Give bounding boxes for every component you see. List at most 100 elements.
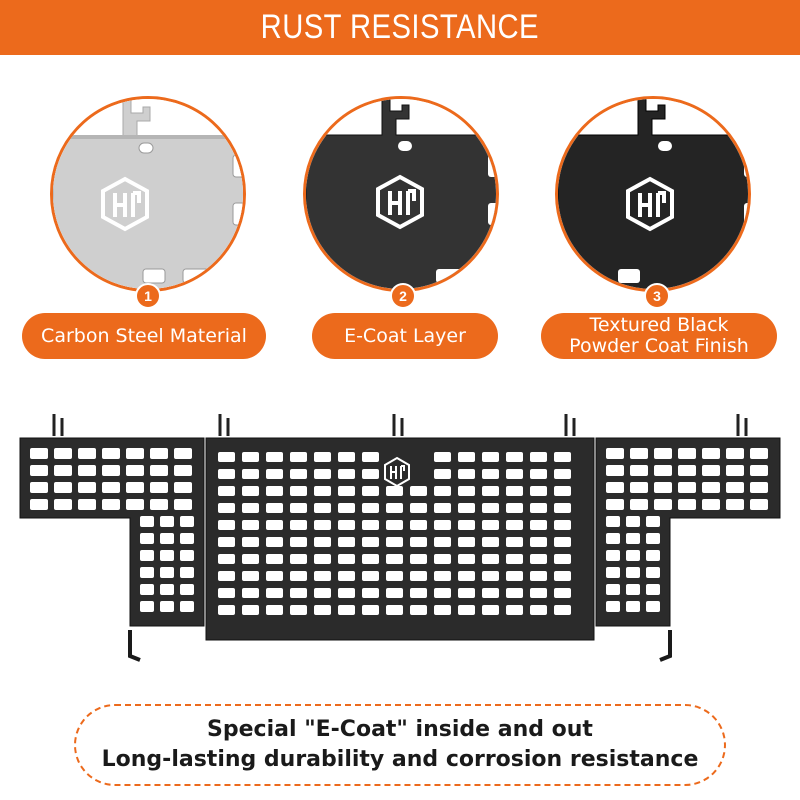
panel-slot <box>362 520 379 530</box>
panel-slot <box>242 469 259 479</box>
panel-slot <box>506 554 523 564</box>
brand-logo-icon <box>384 456 410 488</box>
hook <box>392 414 404 436</box>
panel-slot <box>362 588 379 598</box>
panel-slot <box>554 554 571 564</box>
panel-slot <box>678 448 696 459</box>
panel-slot <box>266 469 283 479</box>
panel-slot <box>218 503 235 513</box>
panel-slot <box>160 533 174 544</box>
panel-slot <box>410 486 427 496</box>
panel-slot <box>530 452 547 462</box>
panel-slot <box>458 537 475 547</box>
panel-slot <box>654 482 672 493</box>
panel-slot <box>338 605 355 615</box>
panel-slot <box>174 465 192 476</box>
panel-slot <box>386 554 403 564</box>
panel-slot <box>410 554 427 564</box>
label-carbon-steel: Carbon Steel Material <box>22 313 266 359</box>
panel-slot <box>314 486 331 496</box>
panel-slot <box>506 452 523 462</box>
panel-slot <box>386 571 403 581</box>
panel-slot <box>434 469 451 479</box>
panel-slots <box>30 448 768 615</box>
panel-slot <box>314 605 331 615</box>
panel-slot <box>386 605 403 615</box>
e-coat-closeup <box>303 96 499 292</box>
panel-slot <box>174 499 192 510</box>
panel-slot <box>30 482 48 493</box>
panel-slot <box>554 452 571 462</box>
panel-slot <box>458 605 475 615</box>
panel-slot <box>630 448 648 459</box>
panel-slot <box>362 452 379 462</box>
e-coat-panel-image <box>306 99 496 289</box>
panel-slot <box>338 452 355 462</box>
hook <box>736 414 748 436</box>
panel-slot <box>678 499 696 510</box>
panel-slot <box>386 520 403 530</box>
panel-slot <box>646 567 660 578</box>
panel-slot <box>218 588 235 598</box>
panel-slot <box>126 448 144 459</box>
panel-slot <box>530 503 547 513</box>
panel-slot <box>726 448 744 459</box>
carbon-steel-closeup <box>50 96 246 292</box>
panel-slot <box>290 469 307 479</box>
panel-slot <box>410 537 427 547</box>
panel-slot <box>646 550 660 561</box>
panel-slot <box>102 499 120 510</box>
panel-slot <box>290 520 307 530</box>
panel-slot <box>150 482 168 493</box>
panel-slot <box>338 554 355 564</box>
panel-slot <box>338 486 355 496</box>
panel-slot <box>530 588 547 598</box>
panel-slot <box>554 469 571 479</box>
panel-slot <box>554 503 571 513</box>
panel-slot <box>386 537 403 547</box>
panel-slot <box>434 605 451 615</box>
panel-slot <box>218 605 235 615</box>
panel-slot <box>160 601 174 612</box>
panel-slot <box>386 503 403 513</box>
panel-slot <box>626 601 640 612</box>
panel-slot <box>410 503 427 513</box>
brand-logo-icon <box>101 176 149 232</box>
panel-slot <box>102 448 120 459</box>
panel-slot <box>434 571 451 581</box>
panel-slot <box>458 469 475 479</box>
panel-slot <box>410 605 427 615</box>
panel-slot <box>506 469 523 479</box>
panel-slot <box>242 503 259 513</box>
panel-slot <box>750 465 768 476</box>
panel-slot <box>506 486 523 496</box>
panel-slot <box>218 486 235 496</box>
panel-slot <box>606 550 620 561</box>
panel-slot <box>554 537 571 547</box>
panel-slot <box>242 452 259 462</box>
panel-slot <box>482 486 499 496</box>
panel-slot <box>54 448 72 459</box>
panel-slot <box>180 584 194 595</box>
panel-slot <box>750 499 768 510</box>
panel-slot <box>266 486 283 496</box>
panel-slot <box>242 537 259 547</box>
panel-slot <box>242 486 259 496</box>
panel-slot <box>630 482 648 493</box>
panel-slot <box>266 605 283 615</box>
panel-slot <box>506 520 523 530</box>
panel-slot <box>626 584 640 595</box>
panel-slot <box>218 520 235 530</box>
panel-slot <box>290 605 307 615</box>
step-2-badge: 2 <box>390 283 416 309</box>
panel-slot <box>654 448 672 459</box>
panel-slot <box>458 452 475 462</box>
panel-slot <box>102 482 120 493</box>
brand-logo-icon <box>626 176 674 232</box>
brand-logo-icon <box>376 174 424 230</box>
panel-slot <box>338 537 355 547</box>
panel-slot <box>362 503 379 513</box>
panel-slot <box>126 482 144 493</box>
panel-slot <box>506 571 523 581</box>
banner-title: RUST RESISTANCE <box>260 8 540 46</box>
